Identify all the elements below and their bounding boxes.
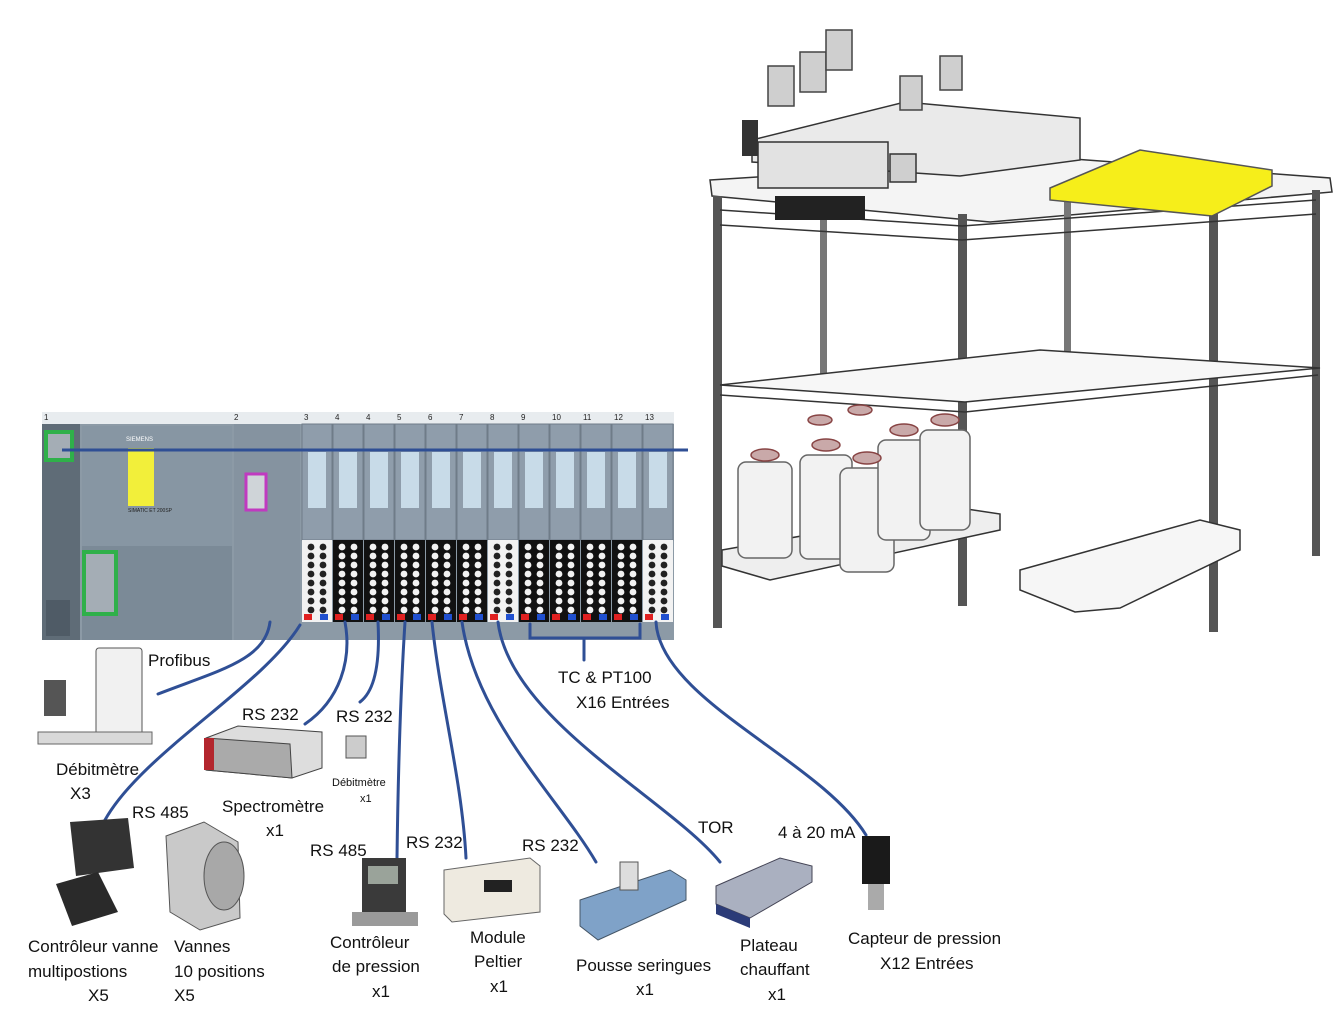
wire-rs232-peltier [430,620,468,860]
slot-number: 3 [304,413,309,422]
io-module [611,423,643,622]
pousse-seringues-device [579,861,687,941]
label-controleur-pression-2: de pression [332,957,420,976]
plc-rack-illustration [42,412,674,640]
label-tc-pt100-1: TC & PT100 [558,668,652,687]
wire-rs232-pousse [460,620,598,864]
label-spectrometre: Spectromètre [222,797,324,816]
label-plateau-1: Plateau [740,936,798,955]
slot-number: 6 [428,413,433,422]
wire-rs485-pression [395,620,407,860]
capteur-pression-device [862,836,890,910]
slot-number: 5 [397,413,402,422]
slot-number: 12 [614,413,623,422]
label-rs485-vanne: RS 485 [132,803,189,822]
spectrometre-device [204,725,323,779]
vannes-device [165,821,245,931]
io-module [363,423,395,622]
wire-rs232-debit [358,620,380,704]
label-vannes-qty: X5 [174,986,195,1005]
io-module [642,423,674,622]
label-controleur-vanne-1: Contrôleur vanne [28,937,158,956]
wire-tc-bracket [528,622,642,662]
slot-number: 4 [335,413,340,422]
io-module [518,423,550,622]
plc-model: SIMATIC ET 200SP [128,508,173,514]
label-plateau-qty: x1 [768,985,786,1004]
wire-rs232-spectro [303,620,349,726]
label-controleur-pression-qty: x1 [372,982,390,1001]
slot-number: 4 [366,413,371,422]
label-controleur-vanne-2: multipostions [28,962,127,981]
plateau-chauffant-device [715,857,813,928]
controleur-vanne-device [56,818,134,926]
label-rs232-spectro: RS 232 [242,705,299,724]
io-module [487,423,519,622]
io-module [301,423,333,622]
label-peltier-2: Peltier [474,952,523,971]
io-module [580,423,612,622]
label-rs232-peltier: RS 232 [406,833,463,852]
label-plateau-2: chauffant [740,960,810,979]
label-rs232-pousse: RS 232 [522,836,579,855]
wire-rs485-vanne [98,623,302,832]
label-debitmetre-qty: X3 [70,784,91,803]
controleur-pression-device [352,858,418,926]
plc-brand: SIEMENS [126,437,153,443]
label-spectrometre-qty: x1 [266,821,284,840]
slot-number: 10 [552,413,561,422]
io-module [549,423,581,622]
slot-number: 8 [490,413,495,422]
wire-profibus [156,620,272,696]
label-capteur-1: Capteur de pression [848,929,1001,948]
label-tc-pt100-2: X16 Entrées [576,693,670,712]
label-pousse-qty: x1 [636,980,654,999]
slot-number: 13 [645,413,654,422]
label-vannes-2: 10 positions [174,962,265,981]
label-rs232-debit: RS 232 [336,707,393,726]
io-module [332,423,364,622]
label-debitmetre: Débitmètre [56,760,139,779]
slot-number: 1 [44,413,49,422]
label-4-20ma: 4 à 20 mA [778,823,856,842]
lab-bench-illustration [709,29,1333,632]
slot-number: 2 [234,413,239,422]
label-peltier-qty: x1 [490,977,508,996]
debitmetre-small-device [345,735,367,759]
slot-number: 9 [521,413,526,422]
module-peltier-device [443,857,541,923]
slot-number: 11 [583,413,592,422]
label-controleur-pression-1: Contrôleur [330,933,410,952]
io-module [456,423,488,622]
label-profibus: Profibus [148,651,210,670]
io-module [394,423,426,622]
debitmetre-device [37,647,153,745]
label-controleur-vanne-qty: X5 [88,986,109,1005]
io-module [425,423,457,622]
label-debitmetre-small-1: Débitmètre [332,777,386,789]
label-capteur-2: X12 Entrées [880,954,974,973]
label-rs485-pression: RS 485 [310,841,367,860]
label-vannes-1: Vannes [174,937,230,956]
wire-4-20ma [654,620,868,837]
label-debitmetre-small-2: x1 [360,793,372,805]
label-tor: TOR [698,818,734,837]
slot-number: 7 [459,413,464,422]
wire-tor [496,620,722,864]
wires [98,620,868,864]
label-peltier-1: Module [470,928,526,947]
label-pousse: Pousse seringues [576,956,711,975]
